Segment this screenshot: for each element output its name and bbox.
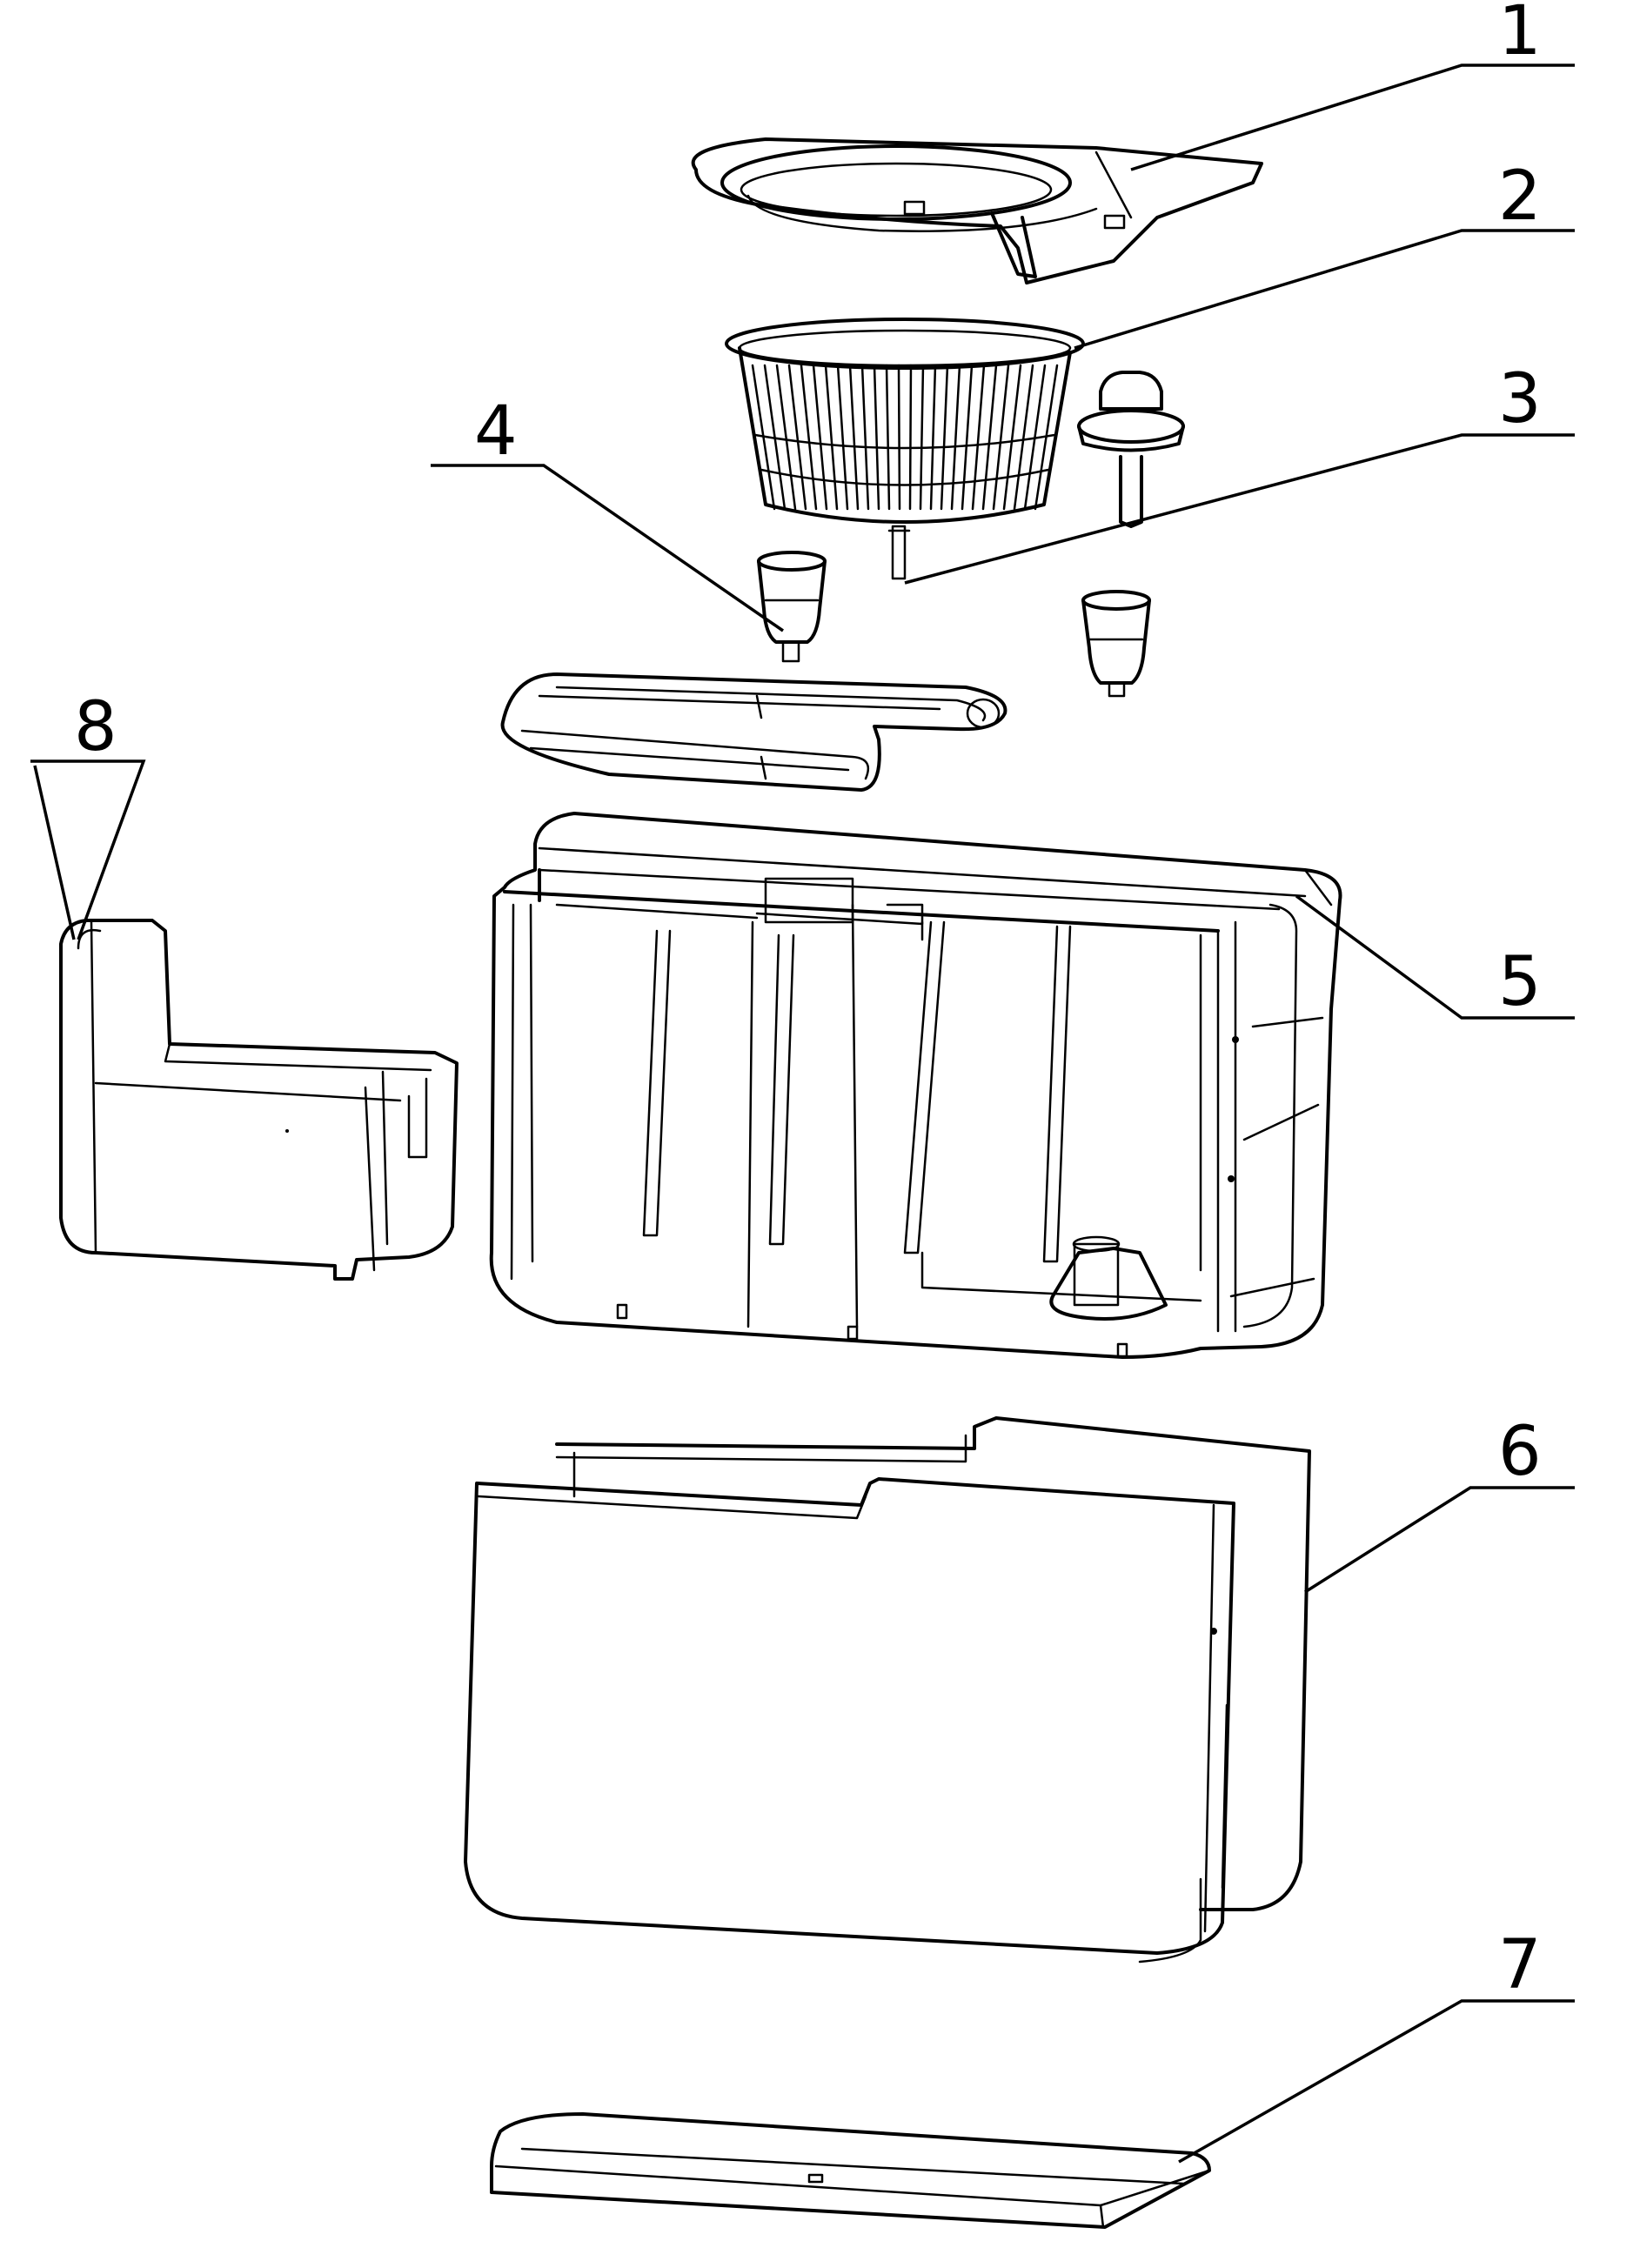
part-4-filter-right (1083, 592, 1149, 696)
leader-1 (1131, 65, 1575, 170)
part-5-tank-body (492, 813, 1341, 1357)
part-2-basket (726, 319, 1083, 579)
callout-7: 7 (1498, 1926, 1542, 2004)
heating-tube (503, 674, 1006, 790)
basket-slat (850, 365, 858, 509)
leader-7 (1179, 2001, 1575, 2162)
basket-slat (899, 365, 900, 509)
callout-6: 6 (1498, 1413, 1542, 1491)
callout-3: 3 (1498, 360, 1542, 438)
basket-slat (973, 365, 984, 509)
basket-slat (826, 365, 837, 509)
part-1-top-lid (693, 139, 1262, 283)
part-8-side-box (61, 920, 457, 1279)
callout-numbers: 1 2 3 4 5 6 7 8 (74, 0, 1542, 2004)
part-6-outer-shell (465, 1418, 1309, 1962)
basket-slat (813, 365, 827, 509)
callout-4: 4 (474, 392, 518, 471)
part-4-filter-left (759, 552, 825, 661)
valve-knob (1079, 372, 1183, 526)
basket-slat (983, 365, 996, 509)
callout-5: 5 (1498, 943, 1542, 1021)
leader-2 (1074, 231, 1575, 348)
basket-slat (952, 365, 960, 509)
basket-slat (941, 365, 947, 509)
basket-slat (920, 365, 923, 509)
basket-slat (962, 365, 972, 509)
part-7-base-plate (492, 2114, 1209, 2227)
leader-6 (1305, 1488, 1575, 1592)
callout-1: 1 (1498, 0, 1542, 70)
leader-4 (431, 465, 783, 631)
callout-8: 8 (74, 688, 117, 766)
basket-slat (874, 365, 879, 509)
leader-8 (30, 761, 144, 940)
callout-2: 2 (1498, 157, 1542, 236)
basket-slat (931, 365, 935, 509)
basket-slat (838, 365, 847, 509)
leader-3 (905, 435, 1575, 583)
basket-slat (862, 365, 868, 509)
basket-slat (887, 365, 889, 509)
basket-slat (910, 365, 911, 509)
